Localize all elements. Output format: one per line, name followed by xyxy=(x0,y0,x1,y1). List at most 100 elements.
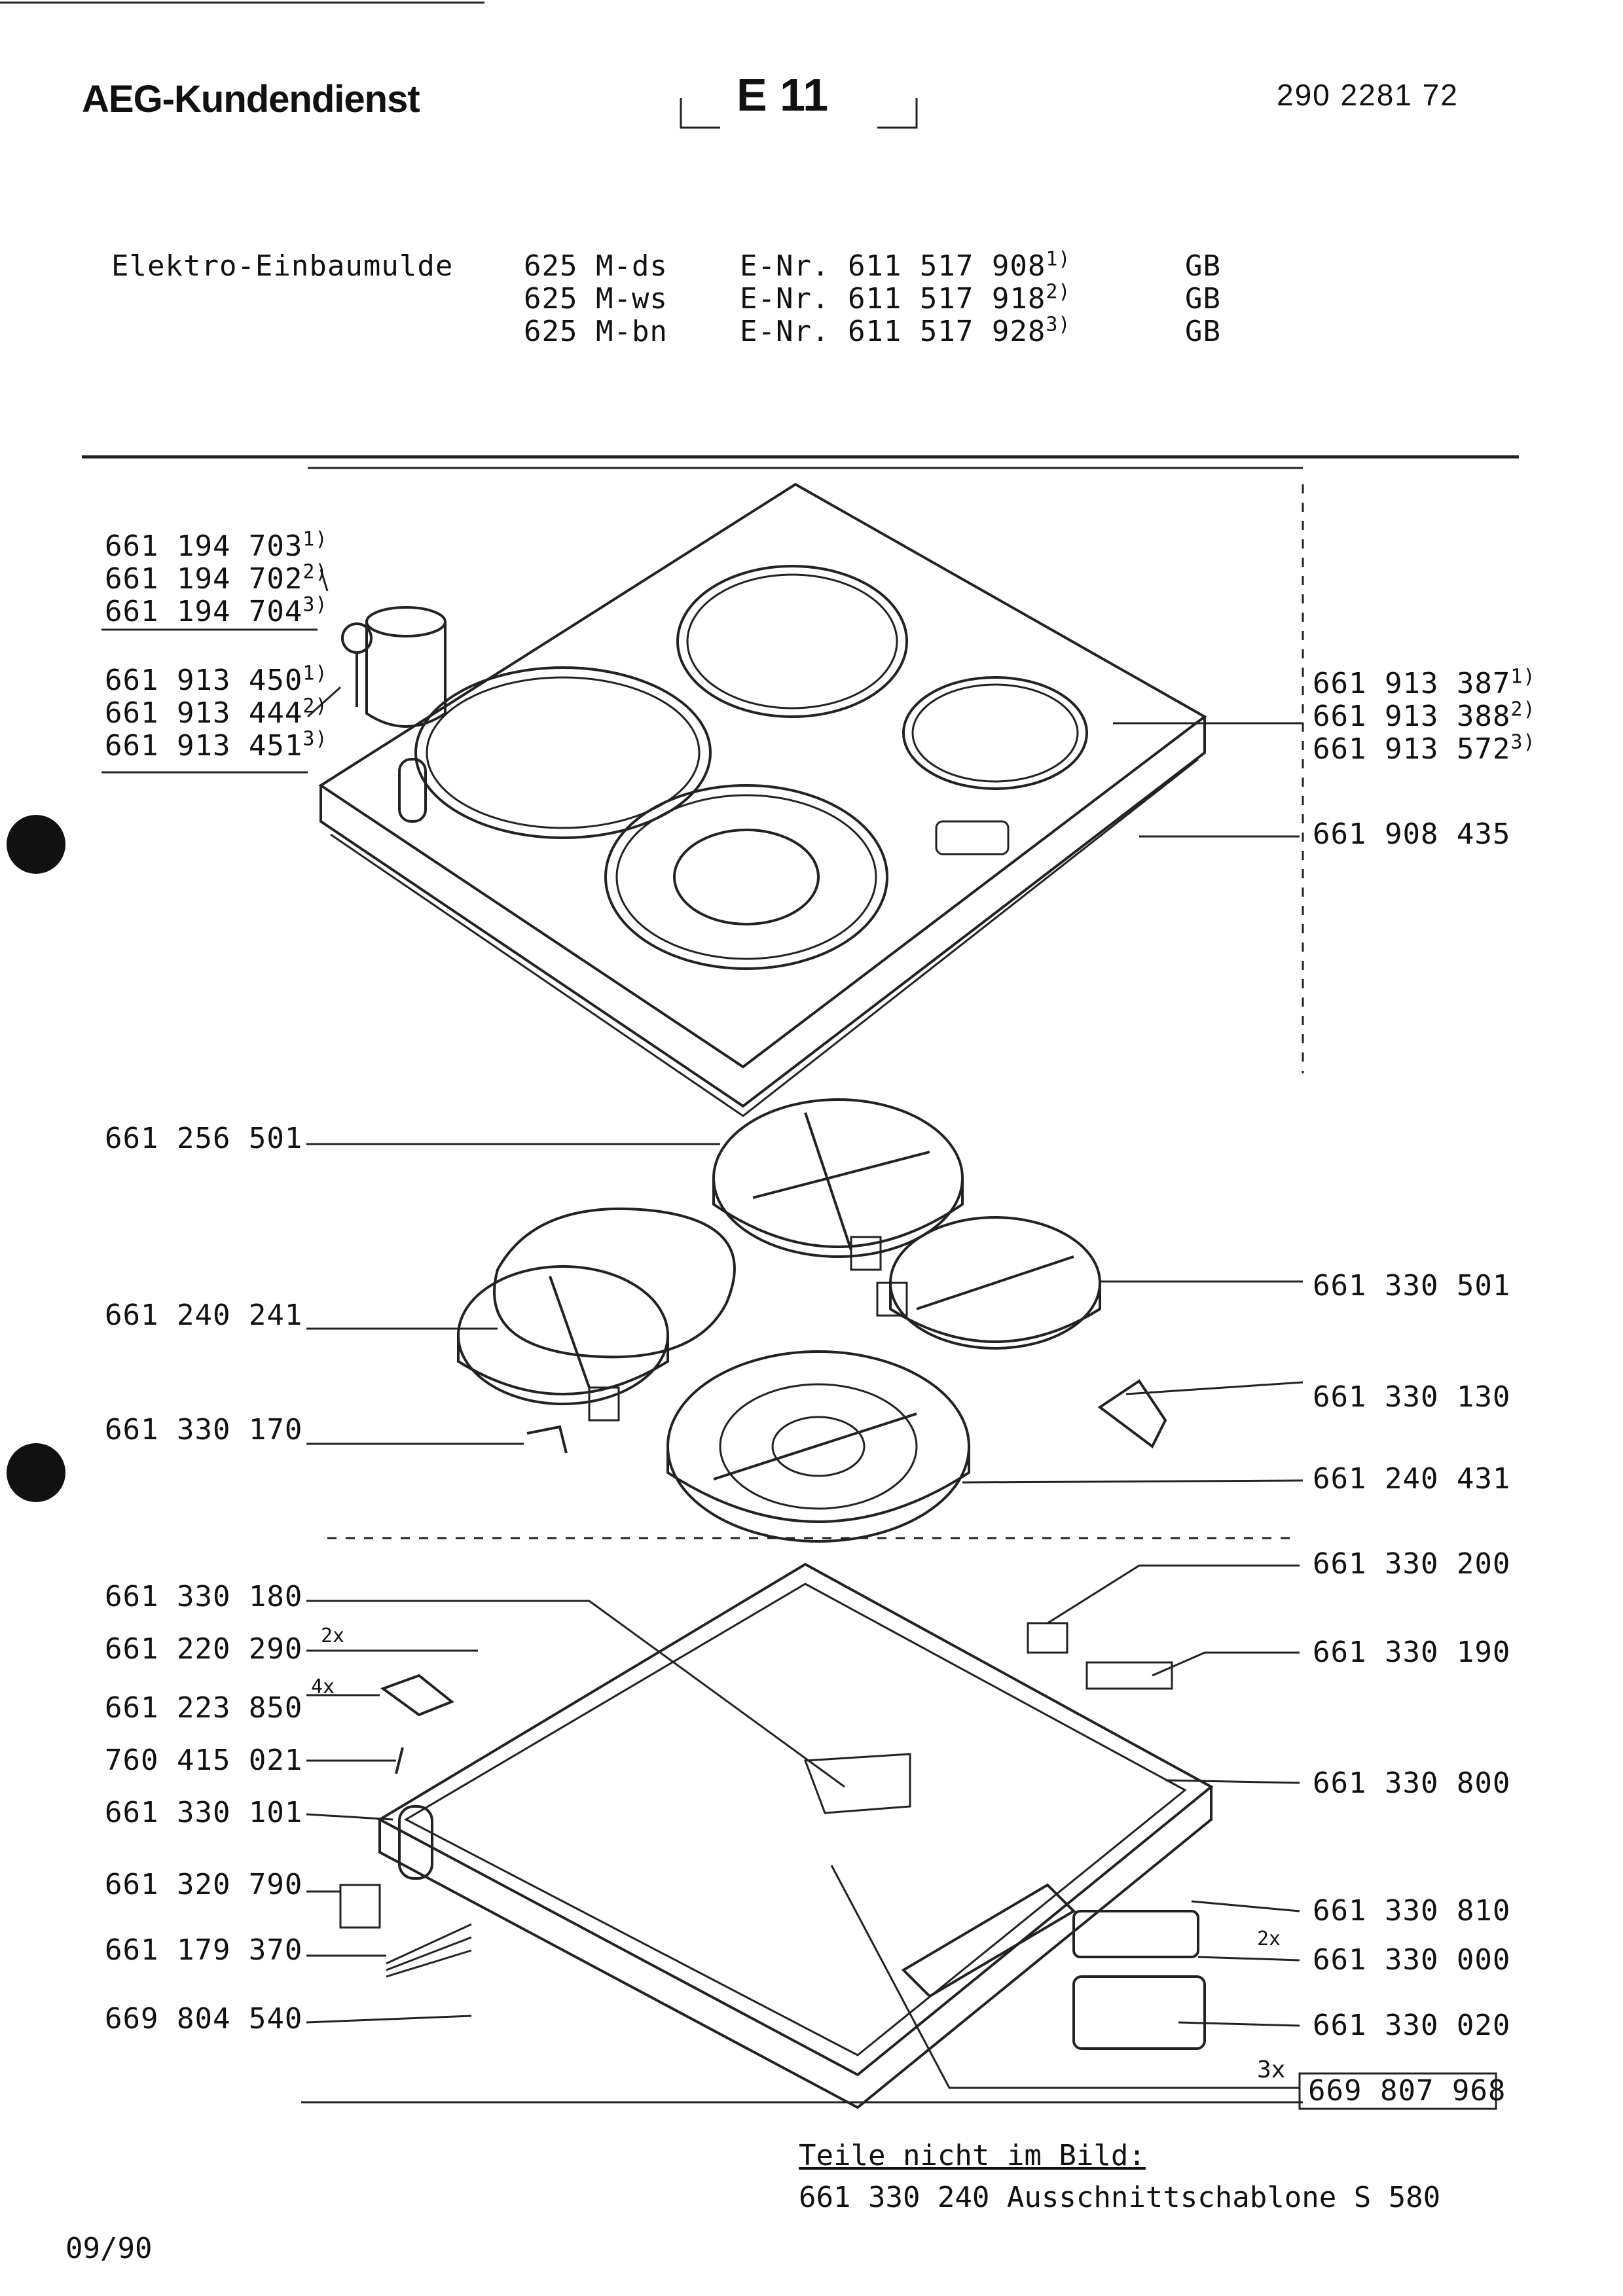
sheet-bracket-right xyxy=(877,98,918,129)
hotplate-front-center xyxy=(673,829,820,925)
part-label: 669 804 540 xyxy=(105,2002,303,2036)
part-label: 661 913 4442) xyxy=(105,694,328,730)
quantity-label: 4x xyxy=(311,1676,335,1698)
part-label: 661 240 241 xyxy=(105,1299,303,1332)
part-label: 661 913 4501) xyxy=(105,662,328,697)
part-label: 760 415 021 xyxy=(105,1744,303,1777)
hotplate-rear xyxy=(676,565,908,718)
hotplate-right xyxy=(902,676,1088,790)
enr-row: E-Nr. 611 517 9283) xyxy=(740,315,1070,348)
screw xyxy=(395,1747,404,1774)
model-row: 625 M-ds xyxy=(524,250,668,283)
enr-row: E-Nr. 611 517 9182) xyxy=(740,280,1071,315)
note-ref: 2) xyxy=(1046,280,1071,304)
insulation-plate xyxy=(803,1753,911,1814)
heating-element-right-rim xyxy=(889,1283,1101,1343)
part-label: 661 330 501 xyxy=(1313,1269,1511,1302)
part-label: 661 194 7022) xyxy=(105,560,328,596)
leader-line xyxy=(1197,1956,1300,1962)
leader-line xyxy=(962,1479,1304,1484)
not-shown-heading: Teile nicht im Bild: xyxy=(799,2139,1146,2172)
terminal-box xyxy=(1072,1975,1206,2050)
punch-hole xyxy=(7,815,65,874)
leader-line xyxy=(1165,1779,1300,1784)
part-label: 661 223 850 xyxy=(105,1691,303,1725)
housing-recess xyxy=(901,1883,1076,1998)
housing-tray xyxy=(376,1562,1214,2077)
model-row: 625 M-bn xyxy=(524,315,668,348)
hotplate-left xyxy=(414,666,712,839)
part-label: 669 807 968 xyxy=(1308,2074,1506,2108)
leader-line xyxy=(306,1813,393,1821)
element-crossbar xyxy=(752,1151,930,1199)
connector-block xyxy=(339,1884,381,1929)
hotplate-front-inner xyxy=(615,794,877,960)
part-label: 661 330 200 xyxy=(1313,1547,1511,1581)
part-label: 661 330 810 xyxy=(1313,1894,1511,1928)
part-label: 661 330 180 xyxy=(105,1580,303,1613)
leader-line xyxy=(1178,2021,1300,2027)
wire-harness xyxy=(386,1923,472,1978)
heating-element-left xyxy=(457,1265,669,1405)
part-label: 661 913 3882) xyxy=(1313,698,1536,733)
hotplate-front xyxy=(604,784,888,970)
leader-line xyxy=(1047,1564,1300,1624)
bracket-angle xyxy=(1097,1379,1167,1449)
sheet-bracket-left xyxy=(680,98,720,129)
indicator-lamps xyxy=(935,820,1010,855)
housing-window xyxy=(398,1805,433,1880)
leader-line xyxy=(319,569,329,592)
part-label: 661 320 790 xyxy=(105,1868,303,1901)
quantity-label: 2x xyxy=(1257,1928,1281,1950)
enr-number: E-Nr. 611 517 928 xyxy=(740,315,1046,348)
quantity-label: 2x xyxy=(321,1624,345,1647)
terminal-block xyxy=(850,1236,882,1271)
cooktop-glass xyxy=(318,482,1207,1069)
part-label: 661 194 7043) xyxy=(105,593,328,628)
enr-row: E-Nr. 611 517 9081) xyxy=(740,247,1071,283)
element-crossbar xyxy=(713,1412,917,1480)
hotplate-left-inner xyxy=(426,676,701,829)
enr-number: E-Nr. 611 517 918 xyxy=(740,282,1046,315)
control-knob-body xyxy=(365,622,447,728)
heating-element-oval xyxy=(493,1207,736,1359)
part-label: 661 908 435 xyxy=(1313,817,1511,851)
bracket-small xyxy=(526,1425,568,1454)
heating-element-front-coil xyxy=(771,1416,866,1477)
housing-tray-wall xyxy=(378,1787,1213,2109)
brand-title: AEG-Kundendienst xyxy=(82,78,420,120)
part-label: 661 330 800 xyxy=(1313,1767,1511,1800)
part-label: 661 330 190 xyxy=(1313,1636,1511,1669)
sheet-number: E 11 xyxy=(737,69,829,120)
cover-box xyxy=(1072,1910,1199,1958)
part-label: 661 179 370 xyxy=(105,1933,303,1967)
note-ref: 1) xyxy=(1046,247,1071,271)
terminal-block xyxy=(588,1386,620,1422)
enr-number: E-Nr. 611 517 908 xyxy=(740,249,1046,283)
heating-element-left-rim xyxy=(457,1335,669,1395)
part-label: 661 240 431 xyxy=(1313,1462,1511,1496)
terminal-part xyxy=(1027,1622,1068,1654)
terminal-block xyxy=(876,1282,908,1317)
document-number: 290 2281 72 xyxy=(1277,78,1459,112)
country-code: GB xyxy=(1185,282,1221,315)
leader-line xyxy=(830,1865,1300,2089)
element-crossbar xyxy=(804,1112,852,1251)
part-label: 661 330 020 xyxy=(1313,2009,1511,2042)
leader-line xyxy=(306,2015,472,2024)
model-row: 625 M-ws xyxy=(524,283,668,315)
part-label: 661 194 7031) xyxy=(105,528,328,563)
heating-element-rear-rim xyxy=(712,1178,964,1248)
control-window xyxy=(398,758,427,823)
model-code: 625 M-ds xyxy=(524,249,668,283)
part-label: 661 913 4513) xyxy=(105,727,328,762)
housing-tray-inner xyxy=(403,1583,1187,2056)
clip-part xyxy=(380,1674,454,1717)
leader-line xyxy=(1191,1900,1300,1912)
heating-element-front-coil xyxy=(719,1383,918,1510)
control-knob-top xyxy=(365,606,447,637)
part-label: 661 330 130 xyxy=(1313,1380,1511,1414)
hotplate-right-inner xyxy=(911,683,1079,783)
element-crossbar xyxy=(549,1276,591,1388)
